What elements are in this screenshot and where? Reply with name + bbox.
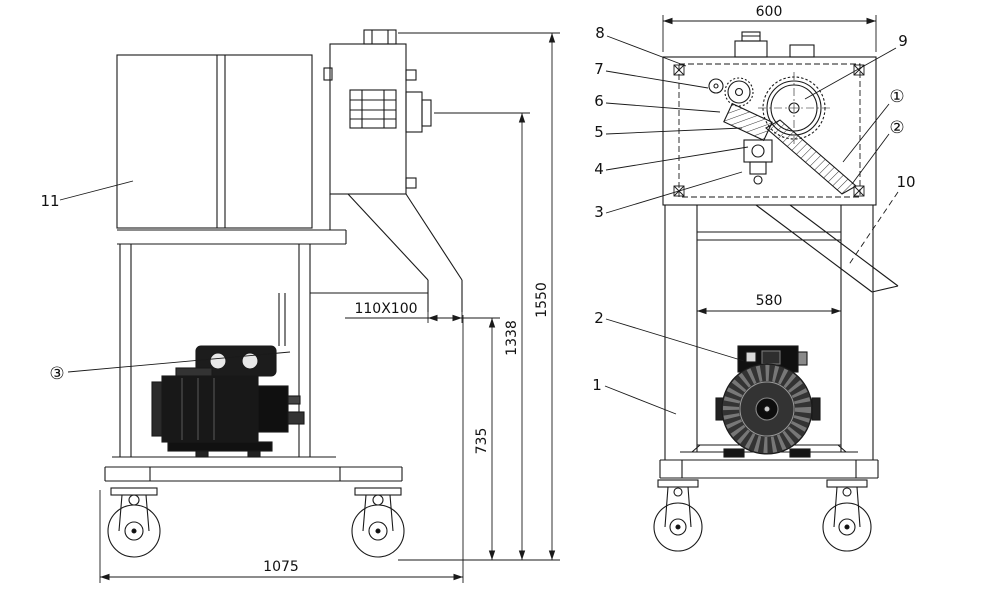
discharge-chute-side — [278, 193, 463, 346]
callout-8: 8 — [595, 24, 605, 42]
drive-motor-side — [151, 345, 305, 458]
dim-outlet — [345, 284, 500, 323]
caster-front-left — [653, 479, 703, 552]
gear-train — [708, 72, 857, 195]
leader-10 — [847, 191, 899, 267]
discharge-chute-front — [755, 204, 899, 293]
right-view — [653, 31, 899, 552]
dim-label-top-width: 600 — [756, 4, 783, 20]
dimensions — [99, 15, 877, 583]
leader-9 — [804, 47, 897, 100]
leader-circled-1 — [842, 103, 890, 163]
drive-motor-front — [715, 345, 821, 458]
dim-inner-width — [696, 300, 842, 317]
text-labels: 1075 110X100 735 1338 1550 600 580 11 ③ … — [40, 4, 915, 575]
leader-5 — [605, 127, 743, 135]
leader-1 — [604, 385, 677, 415]
caster-front-right — [822, 479, 872, 552]
caster-side-left — [107, 487, 161, 558]
leader-2 — [605, 318, 745, 362]
hopper-box — [116, 54, 313, 229]
leader-circled-3 — [67, 351, 291, 373]
leader-3 — [605, 171, 743, 214]
callout-circled-1: ① — [889, 87, 904, 107]
left-view — [104, 29, 463, 558]
dim-label-lower-height: 735 — [474, 428, 490, 455]
leader-circled-2 — [851, 133, 890, 185]
dim-base-width — [99, 315, 464, 583]
dim-mid-height — [434, 112, 530, 560]
callout-7: 7 — [594, 60, 604, 78]
callout-11: 11 — [40, 192, 59, 210]
callout-5: 5 — [594, 123, 604, 141]
caster-side-right — [351, 487, 405, 558]
callout-3: 3 — [594, 203, 604, 221]
callout-4: 4 — [594, 160, 604, 178]
leader-7 — [605, 70, 709, 89]
leader-4 — [605, 146, 749, 171]
dim-label-total-height: 1550 — [534, 282, 550, 318]
callout-2: 2 — [594, 309, 604, 327]
dim-label-outlet: 110X100 — [354, 301, 417, 317]
dim-label-base-width: 1075 — [263, 559, 299, 575]
leader-11 — [59, 180, 134, 201]
leader-8 — [606, 35, 687, 67]
dim-label-mid-height: 1338 — [504, 320, 520, 356]
leader-lines — [59, 35, 899, 415]
dim-top-width — [662, 15, 877, 52]
granulator-head-side — [323, 29, 432, 195]
callout-circled-2: ② — [889, 118, 904, 138]
knife-roller — [723, 102, 773, 142]
inclined-screen — [765, 119, 857, 195]
dim-total-height — [398, 32, 560, 561]
callout-6: 6 — [594, 92, 604, 110]
callout-1: 1 — [592, 376, 602, 394]
corner-bolts — [673, 64, 865, 197]
dim-label-inner-width: 580 — [756, 293, 783, 309]
callout-10: 10 — [896, 173, 915, 191]
callout-9: 9 — [898, 32, 908, 50]
leader-6 — [605, 102, 721, 113]
callout-circled-3: ③ — [49, 364, 64, 384]
